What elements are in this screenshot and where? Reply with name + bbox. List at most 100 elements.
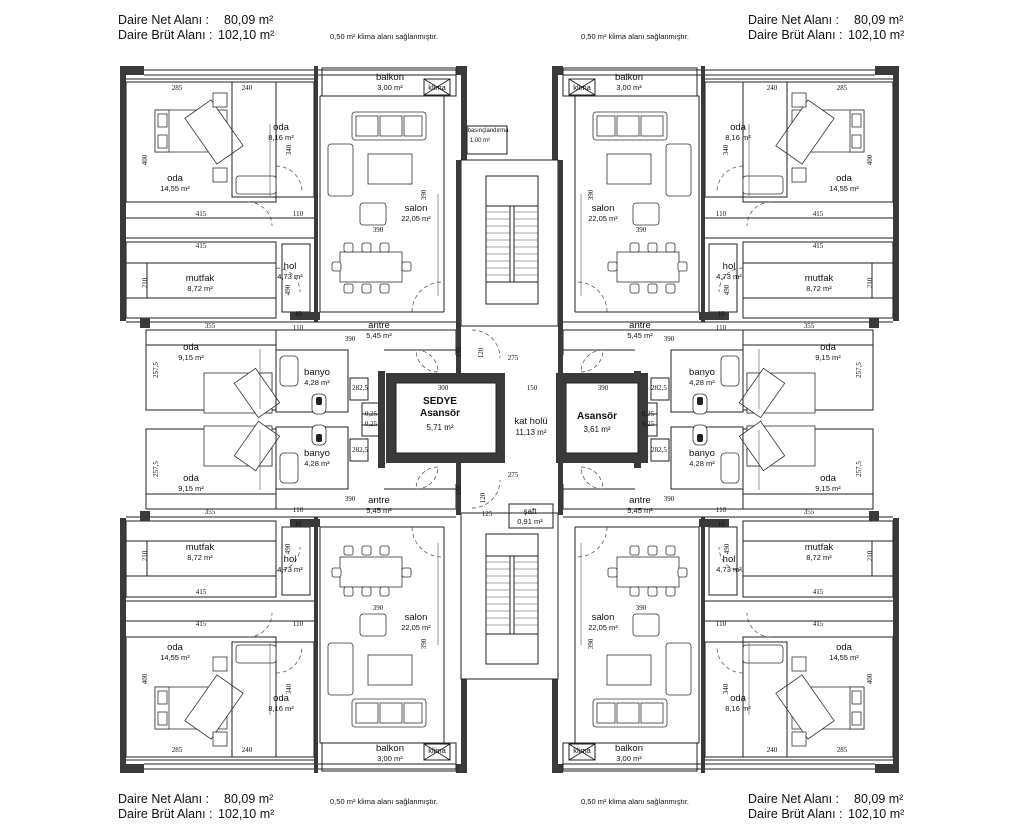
dimension-label: 282,5 — [651, 446, 667, 454]
balkon-label: balkon — [376, 743, 404, 754]
dimension-label: 490 — [723, 543, 731, 554]
dimension-label: 355 — [205, 508, 216, 516]
gross-area-label: Daire Brüt Alanı : — [748, 28, 843, 42]
dimension-label: 390 — [420, 638, 428, 649]
dimension-label: 210 — [141, 277, 149, 288]
area-summary-bottom-right: Daire Net Alanı :80,09 m² Daire Brüt Ala… — [748, 792, 904, 822]
hol-area: 4,73 m² — [277, 565, 303, 574]
mutfak-area: 8,72 m² — [187, 553, 213, 562]
dimension-label: 285 — [172, 746, 183, 754]
dimension-label: 120 — [477, 347, 485, 358]
gross-area-value: 102,10 m² — [218, 807, 275, 821]
dimension-label: 10 — [295, 520, 303, 528]
oda-mid-area: 9,15 m² — [815, 353, 841, 362]
antre-area: 5,45 m² — [366, 331, 392, 340]
dimension-label: 195 — [455, 484, 463, 495]
dimension-label: 355 — [804, 322, 815, 330]
oda-small-area: 8,16 m² — [725, 133, 751, 142]
mutfak-area: 8,72 m² — [806, 553, 832, 562]
oda-mid-area: 9,15 m² — [815, 484, 841, 493]
banyo-area: 4,28 m² — [689, 459, 715, 468]
net-area-value: 80,09 m² — [224, 792, 274, 806]
antre-area: 5,45 m² — [627, 331, 653, 340]
mutfak-area: 8,72 m² — [806, 284, 832, 293]
salon-area: 22,05 m² — [401, 623, 431, 632]
balkon-area: 3,00 m² — [616, 754, 642, 763]
dimension-label: 415 — [813, 588, 824, 596]
hol-label: hol — [284, 554, 297, 565]
dimension-label: 390 — [587, 189, 595, 200]
dimension-label: 257,5 — [152, 461, 160, 477]
mutfak-area: 8,72 m² — [187, 284, 213, 293]
dimension-label: 415 — [813, 242, 824, 250]
dimension-label: 285 — [837, 84, 848, 92]
dimension-label: 10 — [718, 520, 726, 528]
sedye-label: SEDYE — [423, 396, 457, 407]
net-area-label: Daire Net Alanı : — [118, 792, 210, 806]
balkon-area: 3,00 m² — [616, 83, 642, 92]
net-area-value: 80,09 m² — [854, 792, 904, 806]
klima-label: klima — [573, 746, 591, 755]
dimension-label: 210 — [866, 550, 874, 561]
pressurization-label: basınçlandırma — [467, 128, 509, 134]
klima-label: klima — [428, 746, 446, 755]
dimension-label: 0,25 — [365, 420, 378, 428]
dimension-label: 390 — [420, 189, 428, 200]
salon-area: 22,05 m² — [588, 623, 618, 632]
balkon-area: 3,00 m² — [377, 754, 403, 763]
dimension-label: 390 — [373, 226, 384, 234]
dimension-label: 282,5 — [352, 446, 368, 454]
dimension-label: 415 — [813, 620, 824, 628]
klima-note: 0,50 m² klima alanı sağlanmıştır. — [330, 797, 438, 806]
dimension-label: 210 — [141, 550, 149, 561]
dimension-label: 240 — [767, 84, 778, 92]
dimension-label: 415 — [196, 242, 207, 250]
area-summary-top-left: Daire Net Alanı :80,09 m² Daire Brüt Ala… — [118, 13, 274, 43]
dimension-label: 0,25 — [642, 420, 655, 428]
hol-area: 4,73 m² — [716, 272, 742, 281]
oda-big-area: 14,55 m² — [829, 184, 859, 193]
banyo-area: 4,28 m² — [304, 459, 330, 468]
dimension-label: 415 — [196, 588, 207, 596]
dimension-label: 490 — [284, 284, 292, 295]
oda-big-label: oda — [836, 173, 853, 184]
dimension-label: 282,5 — [352, 384, 368, 392]
dimension-label: 400 — [866, 673, 874, 684]
net-area-value: 80,09 m² — [854, 13, 904, 27]
dimension-label: 125 — [482, 510, 493, 518]
hol-area: 4,73 m² — [716, 565, 742, 574]
area-summary-bottom-left: Daire Net Alanı :80,09 m² Daire Brüt Ala… — [118, 792, 274, 822]
klima-note: 0,50 m² klima alanı sağlanmıştır. — [581, 797, 689, 806]
dimension-label: 282,5 — [651, 384, 667, 392]
dimension-label: 150 — [527, 384, 538, 392]
dimension-label: 240 — [242, 84, 253, 92]
dimension-label: 390 — [345, 335, 356, 343]
dimension-label: 10 — [295, 310, 303, 318]
dimension-label: 240 — [767, 746, 778, 754]
kat-holu-label: kat holü — [514, 416, 547, 427]
klima-label: klima — [573, 83, 591, 92]
dimension-label: 415 — [196, 210, 207, 218]
dimension-label: 110 — [293, 506, 304, 514]
dimension-label: 285 — [172, 84, 183, 92]
dimension-label: 340 — [722, 144, 730, 155]
dimension-label: 275 — [508, 471, 519, 479]
net-area-value: 80,09 m² — [224, 13, 274, 27]
dimension-label: 390 — [636, 226, 647, 234]
oda-mid-label: oda — [183, 473, 200, 484]
mutfak-label: mutfak — [186, 273, 215, 284]
oda-small-label: oda — [730, 693, 747, 704]
area-summary-top-right: Daire Net Alanı :80,09 m² Daire Brüt Ala… — [748, 13, 904, 43]
banyo-label: banyo — [304, 367, 330, 378]
dimension-label: 490 — [723, 284, 731, 295]
banyo-label: banyo — [304, 448, 330, 459]
banyo-label: banyo — [689, 448, 715, 459]
net-area-label: Daire Net Alanı : — [748, 792, 840, 806]
dimension-label: 0,25 — [642, 410, 655, 418]
banyo-label: banyo — [689, 367, 715, 378]
elevator-label: Asansör — [420, 408, 460, 419]
balkon-label: balkon — [376, 72, 404, 83]
dimension-label: 340 — [285, 144, 293, 155]
oda-small-label: oda — [730, 122, 747, 133]
antre-label: antre — [629, 320, 651, 331]
